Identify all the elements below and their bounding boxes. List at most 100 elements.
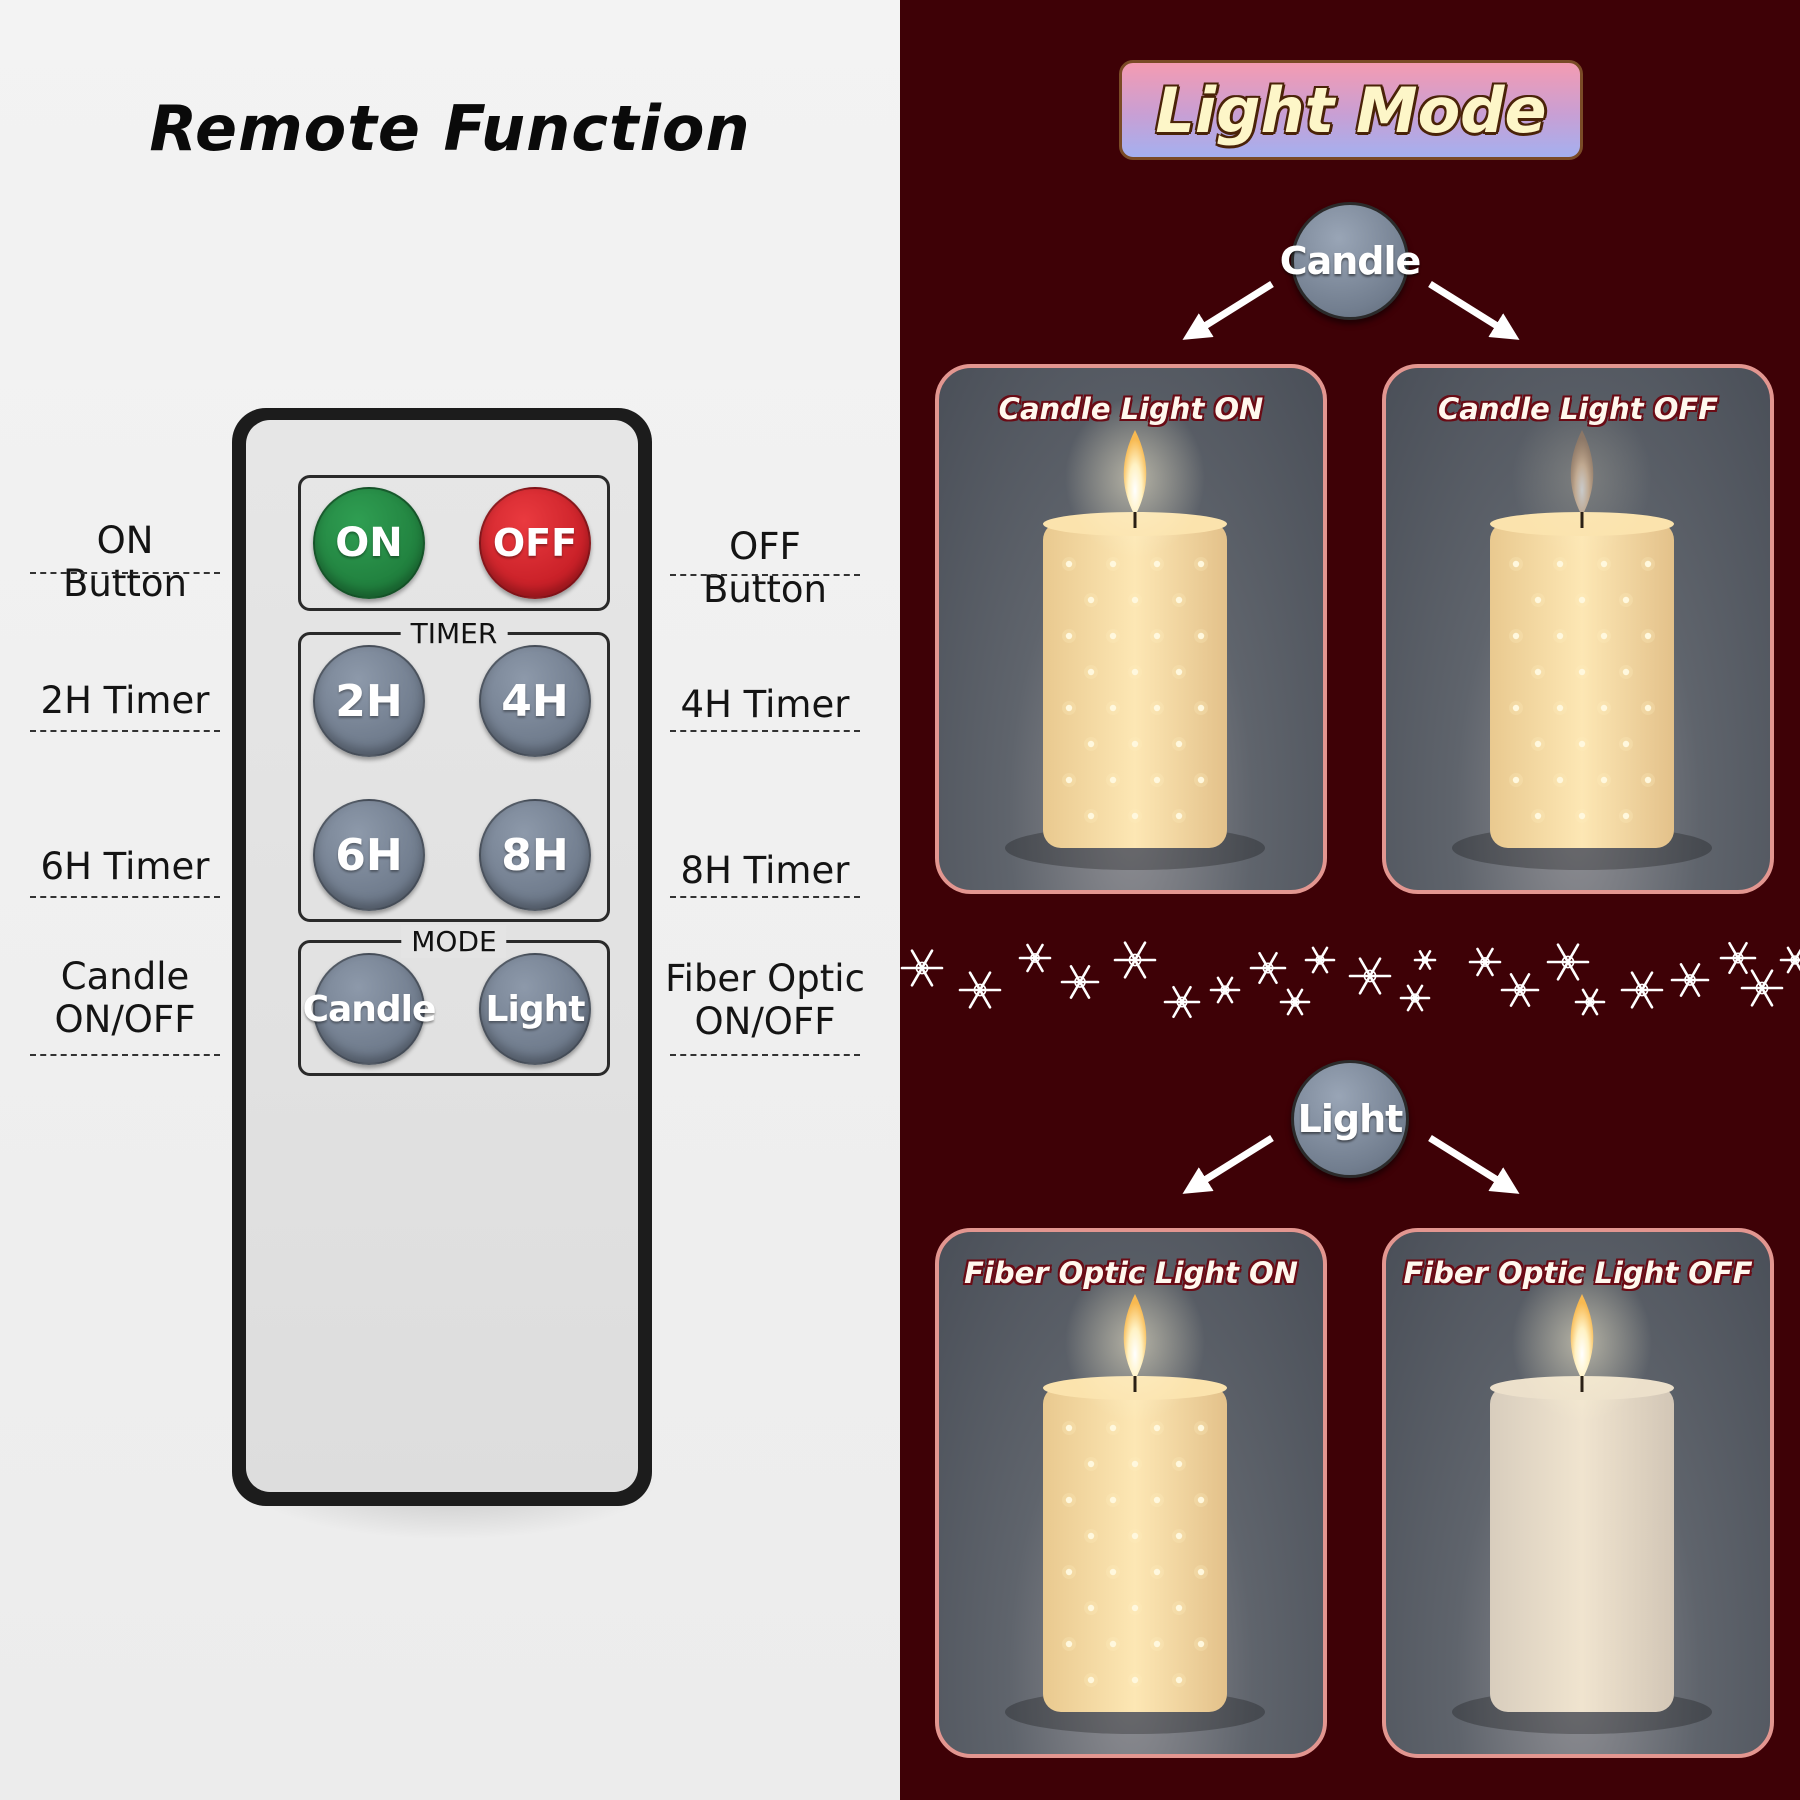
callout-line	[670, 730, 860, 732]
fiber-dot-glow	[1575, 737, 1589, 751]
fiber-optic-light-off-card: Fiber Optic Light OFF	[1382, 1228, 1774, 1758]
snowflake-icon	[1279, 988, 1311, 1016]
callout-fiber-line2: ON/OFF	[694, 999, 836, 1043]
fiber-dot	[1065, 1496, 1073, 1504]
fiber-dot-glow	[1641, 629, 1655, 643]
fiber-dot	[1153, 1640, 1161, 1648]
fiber-dot	[1644, 632, 1652, 640]
fiber-dot	[1556, 560, 1564, 568]
fiber-dot-glow	[1106, 1421, 1120, 1435]
remote-face: ON OFF TIMER 2H 4H 6H 8H	[246, 420, 638, 1492]
callout-candle-line2: ON/OFF	[54, 997, 196, 1041]
fiber-dot	[1578, 596, 1586, 604]
card-title: Fiber Optic Light ON	[964, 1256, 1298, 1290]
fiber-dot	[1197, 776, 1205, 784]
fiber-dot	[1109, 1640, 1117, 1648]
snowflake-icon	[1113, 941, 1157, 979]
on-button[interactable]: ON	[313, 487, 425, 599]
callout-on-button: ON Button	[63, 519, 187, 605]
fiber-dot-glow	[1619, 737, 1633, 751]
fiber-dot-glow	[1084, 1673, 1098, 1687]
callout-candle-onoff: Candle ON/OFF	[30, 955, 220, 1041]
fiber-dot	[1175, 1460, 1183, 1468]
fiber-dot	[1175, 1604, 1183, 1612]
timer-2h-button[interactable]: 2H	[313, 645, 425, 757]
fiber-dot	[1534, 596, 1542, 604]
candle-mode-button[interactable]: Candle	[303, 953, 436, 1065]
fiber-dot	[1600, 560, 1608, 568]
fiber-dot-glow	[1084, 1601, 1098, 1615]
fiber-dot	[1131, 1604, 1139, 1612]
fiber-dot	[1131, 740, 1139, 748]
fiber-dot-glow	[1128, 1457, 1142, 1471]
fiber-dot	[1131, 1460, 1139, 1468]
fiber-dot-glow	[1106, 629, 1120, 643]
light-mode-title: Light Mode	[1155, 73, 1547, 147]
fiber-dot-glow	[1150, 773, 1164, 787]
candle-body	[1043, 1386, 1227, 1712]
fiber-dot	[1600, 776, 1608, 784]
fiber-dot	[1644, 704, 1652, 712]
fiber-dot	[1153, 1424, 1161, 1432]
fiber-dot	[1087, 812, 1095, 820]
flame-icon	[1123, 430, 1147, 516]
fiber-dot	[1534, 740, 1542, 748]
fiber-dot	[1065, 776, 1073, 784]
off-button[interactable]: OFF	[479, 487, 591, 599]
callout-line	[30, 1054, 220, 1056]
snowflake-icon	[1348, 957, 1392, 995]
fiber-dot-glow	[1062, 701, 1076, 715]
fiber-dot	[1087, 596, 1095, 604]
fiber-dot	[1644, 776, 1652, 784]
mode-label: MODE	[401, 925, 507, 958]
fiber-dot-glow	[1531, 593, 1545, 607]
callout-line	[30, 896, 220, 898]
fiber-dot	[1534, 668, 1542, 676]
fiber-dot-glow	[1172, 1529, 1186, 1543]
timer-6h-button[interactable]: 6H	[313, 799, 425, 911]
callout-fiber-onoff: Fiber Optic ON/OFF	[662, 957, 868, 1043]
fiber-dot-glow	[1194, 629, 1208, 643]
fiber-dot-glow	[1553, 773, 1567, 787]
timer-8h-button[interactable]: 8H	[479, 799, 591, 911]
fiber-dot	[1131, 812, 1139, 820]
fiber-dot-glow	[1509, 701, 1523, 715]
snowflake-icon	[1740, 969, 1784, 1007]
fiber-dot-glow	[1172, 1457, 1186, 1471]
fiber-dot-glow	[1128, 809, 1142, 823]
fiber-dot-glow	[1575, 665, 1589, 679]
fiber-dot-glow	[1553, 629, 1567, 643]
snowflake-divider	[900, 941, 1800, 1019]
fiber-dot	[1131, 668, 1139, 676]
callout-off-button: OFF Button	[703, 525, 827, 611]
candle-body	[1490, 1386, 1674, 1712]
timer-4h-button[interactable]: 4H	[479, 645, 591, 757]
fiber-dot-glow	[1531, 665, 1545, 679]
card-title: Fiber Optic Light OFF	[1403, 1256, 1753, 1290]
fiber-dot-glow	[1172, 1601, 1186, 1615]
fiber-dot-glow	[1106, 557, 1120, 571]
fiber-dot	[1087, 1604, 1095, 1612]
fiber-dot	[1512, 632, 1520, 640]
fiber-dot-glow	[1172, 665, 1186, 679]
fiber-dot	[1131, 596, 1139, 604]
fiber-dot	[1175, 1676, 1183, 1684]
snowflake-icon	[1399, 984, 1431, 1012]
light-mode-button[interactable]: Light	[479, 953, 591, 1065]
fiber-dot-glow	[1062, 773, 1076, 787]
fiber-dot	[1087, 1676, 1095, 1684]
fiber-dot-glow	[1062, 1421, 1076, 1435]
snowflake-icon	[1670, 963, 1710, 997]
remote-function-panel: Remote Function ON Button 2H Timer 6H Ti…	[0, 0, 900, 1800]
fiber-dot-glow	[1509, 557, 1523, 571]
fiber-dot-glow	[1194, 1421, 1208, 1435]
fiber-dot	[1065, 1568, 1073, 1576]
fiber-dot	[1175, 1532, 1183, 1540]
card-title: Candle Light OFF	[1437, 392, 1719, 426]
card-title: Candle Light ON	[998, 392, 1264, 426]
remote-function-title: Remote Function	[149, 92, 751, 165]
fiber-dot-glow	[1062, 1565, 1076, 1579]
snowflake-icon	[1413, 950, 1437, 970]
fiber-dot-glow	[1641, 557, 1655, 571]
fiber-dot	[1197, 560, 1205, 568]
